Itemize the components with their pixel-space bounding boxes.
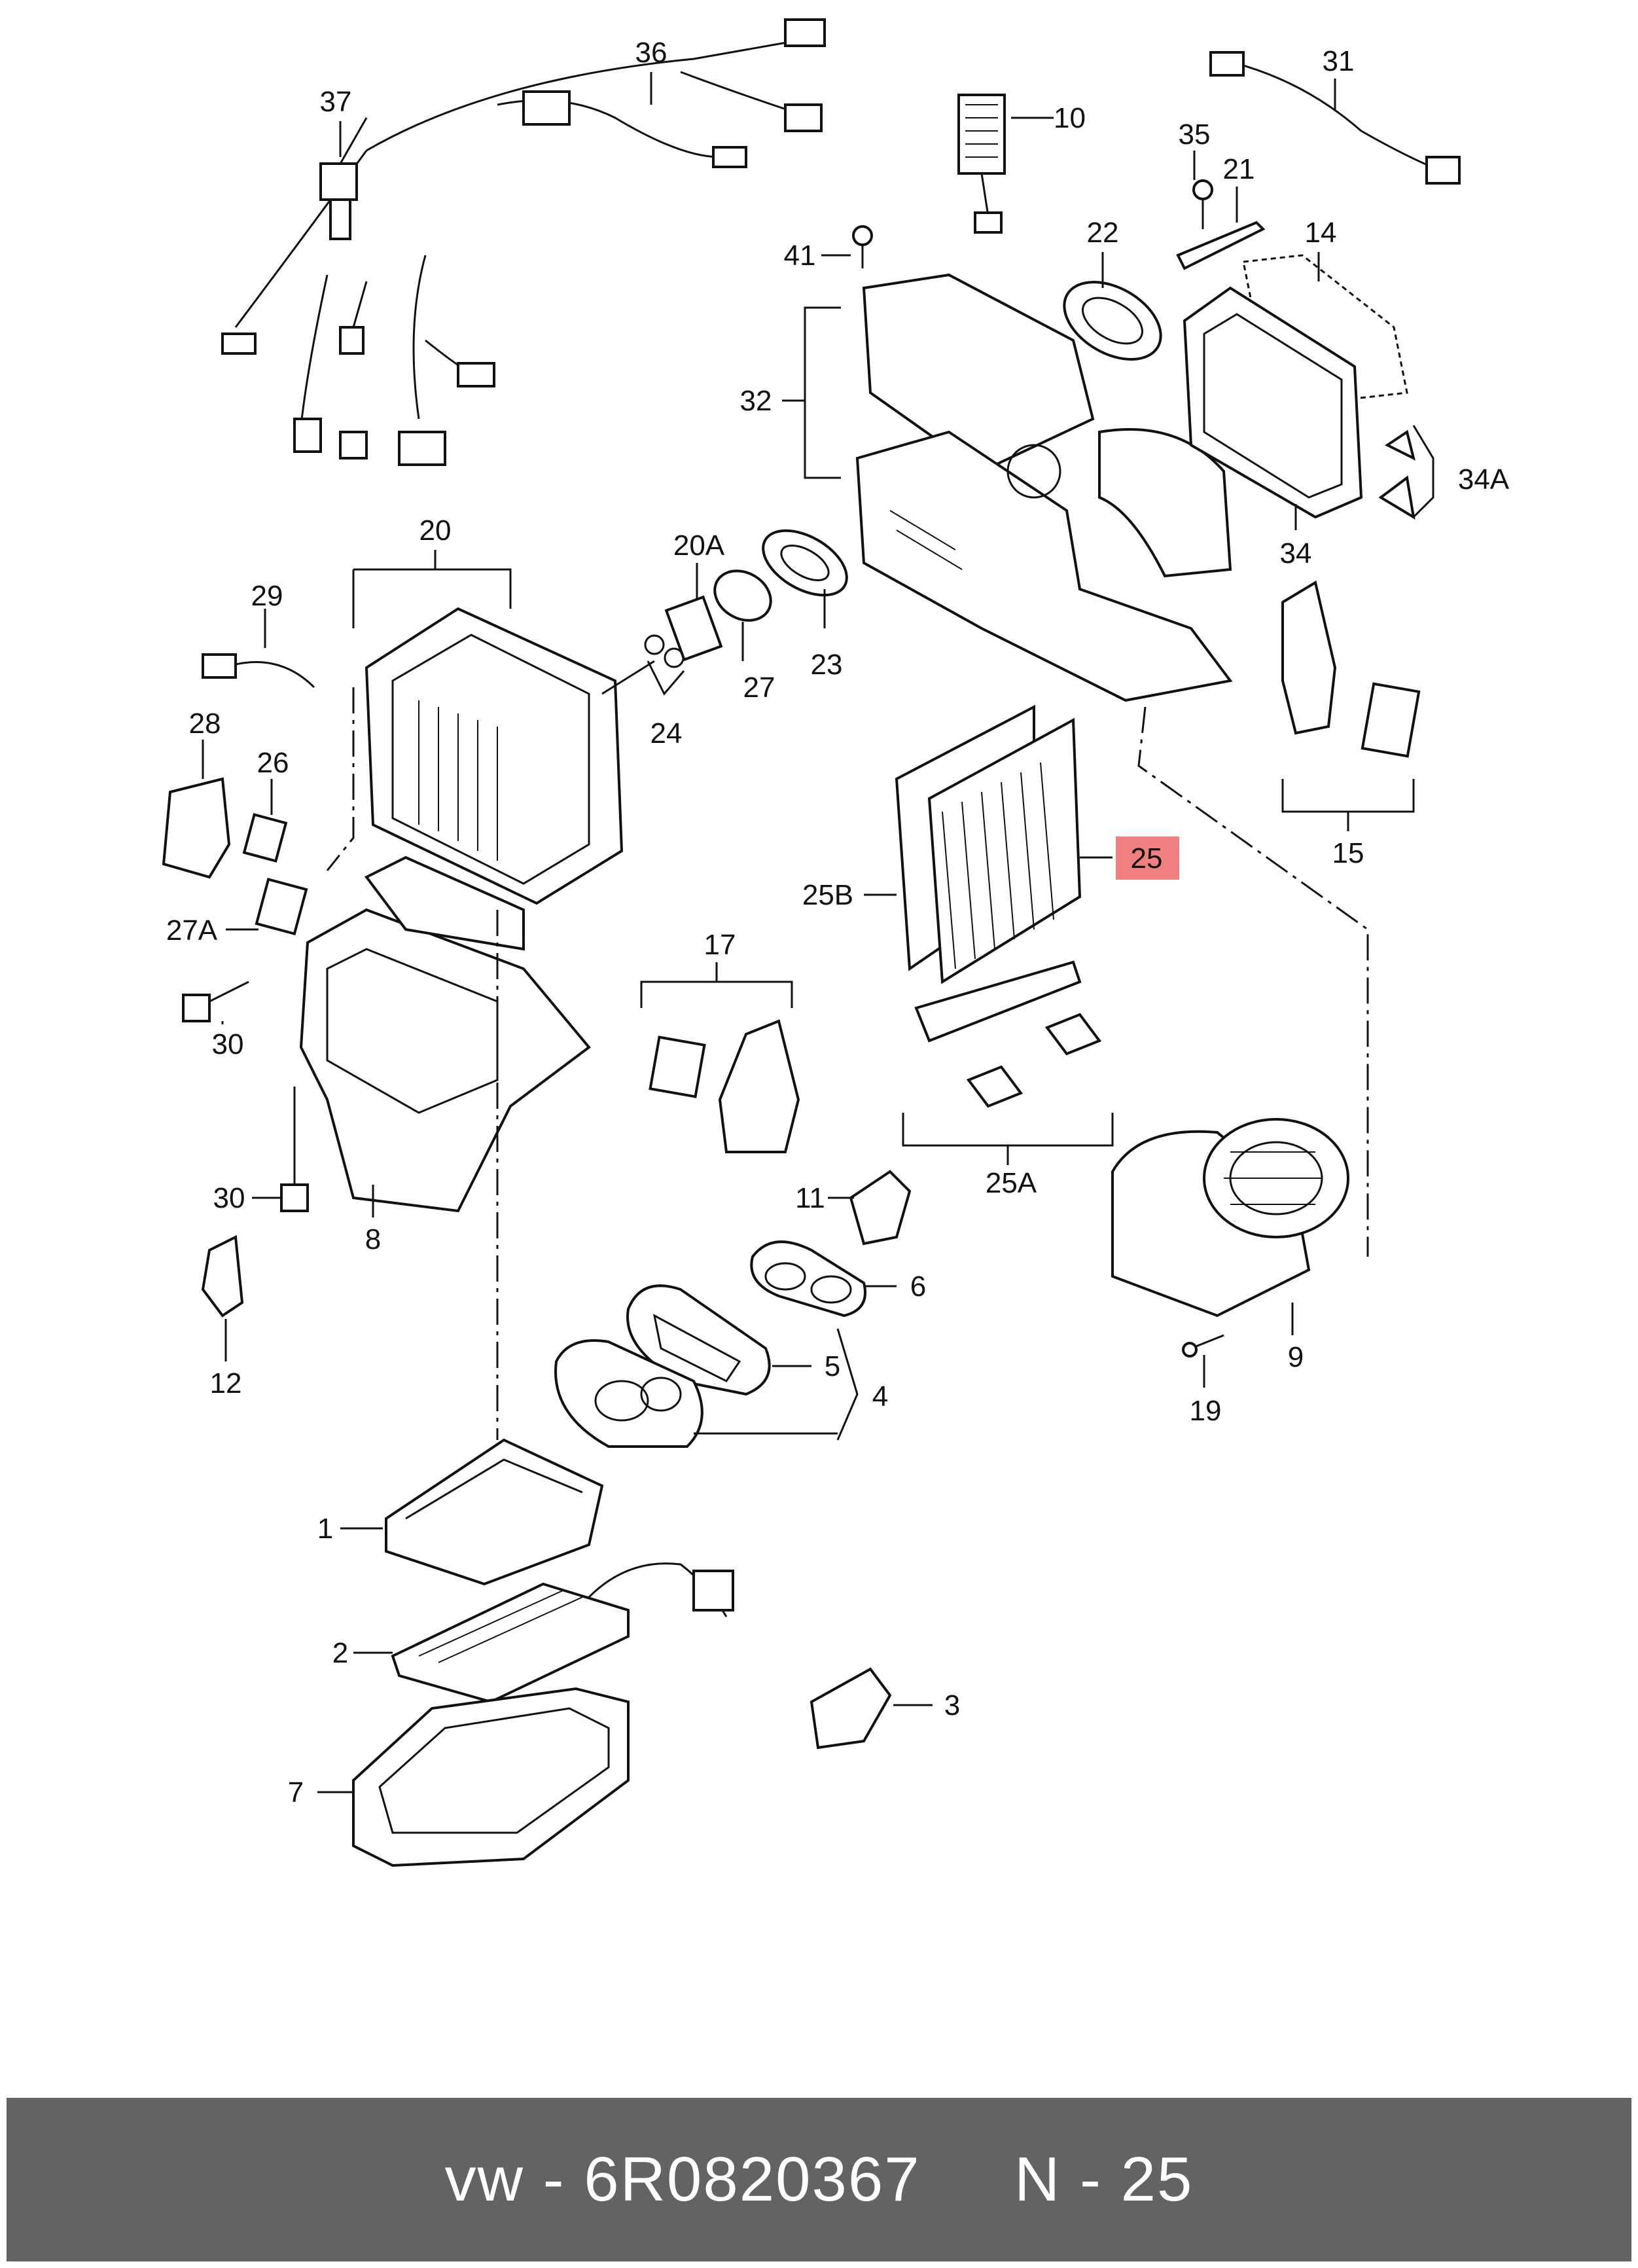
- part-10-sensor: [957, 94, 1006, 234]
- part-15-actuators: [1281, 580, 1421, 758]
- part-1-heater-core: [385, 1438, 604, 1586]
- part-27-cap: [713, 569, 772, 622]
- part-34-frame: [1183, 286, 1363, 519]
- part-14-seal: [1242, 254, 1408, 401]
- part-20-evaporator: [365, 607, 655, 905]
- label-37: 37: [320, 86, 352, 118]
- label-30-upper: 30: [212, 1028, 244, 1060]
- part-26-motor: [242, 813, 288, 863]
- assembly-lines: [326, 687, 1369, 1440]
- label-27: 27: [743, 672, 775, 704]
- label-7: 7: [288, 1776, 304, 1809]
- part-number-footer: vw - 6R0820367 N - 25: [7, 2098, 1631, 2261]
- part-31-temperature-sensor: [1209, 51, 1461, 185]
- label-6: 6: [910, 1270, 926, 1303]
- label-20A: 20A: [673, 530, 725, 562]
- leader-lines: [202, 72, 1434, 1793]
- part-9-blower: [1111, 1118, 1349, 1318]
- label-41: 41: [784, 240, 816, 272]
- label-22: 22: [1087, 217, 1119, 249]
- part-37-sensor: [319, 117, 368, 240]
- label-4: 4: [872, 1380, 888, 1413]
- part-23-gasket: [762, 529, 848, 597]
- label-28: 28: [189, 708, 221, 740]
- part-labels: 37 36 10 31 35 21 22 14 41 32 34A 34 20 …: [166, 37, 1510, 1809]
- part-36-wiring-harness: [221, 18, 826, 466]
- part-32-upper-housing: [855, 273, 1233, 702]
- label-24: 24: [650, 717, 683, 749]
- part-3-clip: [810, 1667, 892, 1750]
- label-20: 20: [419, 514, 452, 547]
- part-25-pollen-filter: [927, 717, 1082, 984]
- part-28-bracket: [162, 777, 231, 879]
- label-27A: 27A: [166, 914, 218, 946]
- label-11: 11: [795, 1182, 825, 1214]
- part-34a-flaps: [1378, 429, 1415, 520]
- label-14: 14: [1305, 217, 1337, 249]
- part-25a-filter-cover: [914, 960, 1102, 1108]
- label-8: 8: [365, 1223, 381, 1255]
- part-30-sensor-lower: [280, 1087, 309, 1212]
- label-19: 19: [1190, 1395, 1222, 1427]
- label-36: 36: [635, 37, 668, 69]
- label-25B: 25B: [802, 879, 853, 911]
- part-30-sensor-upper: [182, 981, 249, 1022]
- footer-part-reference: vw - 6R0820367 N - 25: [444, 2144, 1194, 2214]
- label-35: 35: [1179, 118, 1211, 151]
- part-41-screw: [852, 225, 873, 268]
- label-3: 3: [944, 1689, 960, 1721]
- part-4-gasket: [554, 1339, 703, 1448]
- part-7-lower-housing: [352, 1687, 630, 1867]
- label-12: 12: [210, 1367, 242, 1399]
- part-27a-motor: [255, 877, 308, 936]
- label-29: 29: [251, 580, 283, 612]
- part-29-sensor: [202, 653, 315, 689]
- label-34: 34: [1280, 537, 1312, 569]
- label-5: 5: [825, 1350, 840, 1382]
- highlight-box-25: [1116, 837, 1179, 880]
- part-22-gasket: [1063, 281, 1162, 361]
- label-2: 2: [332, 1637, 348, 1669]
- exploded-parts-diagram: 37 36 10 31 35 21 22 14 41 32 34A 34 20 …: [162, 18, 1510, 1867]
- part-12-clip: [201, 1234, 244, 1318]
- label-9: 9: [1288, 1341, 1304, 1373]
- part-8-heater-housing: [299, 855, 591, 1213]
- label-1: 1: [317, 1513, 333, 1545]
- part-24-seals: [644, 634, 685, 668]
- label-30-lower: 30: [213, 1182, 245, 1214]
- label-31: 31: [1323, 45, 1355, 77]
- label-23: 23: [811, 649, 843, 681]
- part-19-screw: [1182, 1334, 1224, 1358]
- label-15: 15: [1332, 837, 1364, 869]
- part-6-gasket: [750, 1240, 866, 1318]
- label-10: 10: [1054, 102, 1086, 134]
- label-25A: 25A: [986, 1167, 1037, 1199]
- label-21: 21: [1223, 153, 1255, 185]
- part-17-control-unit: [649, 1019, 800, 1153]
- part-20a-expansion-valve: [664, 595, 723, 662]
- label-17: 17: [704, 929, 736, 961]
- label-25: 25: [1131, 842, 1163, 874]
- label-34A: 34A: [1458, 463, 1510, 495]
- part-2-heating-element: [391, 1562, 734, 1704]
- part-21-bracket: [1176, 221, 1266, 270]
- part-35-screw: [1192, 179, 1213, 229]
- label-32: 32: [740, 385, 772, 417]
- part-11-connector: [849, 1170, 912, 1246]
- label-26: 26: [257, 747, 289, 779]
